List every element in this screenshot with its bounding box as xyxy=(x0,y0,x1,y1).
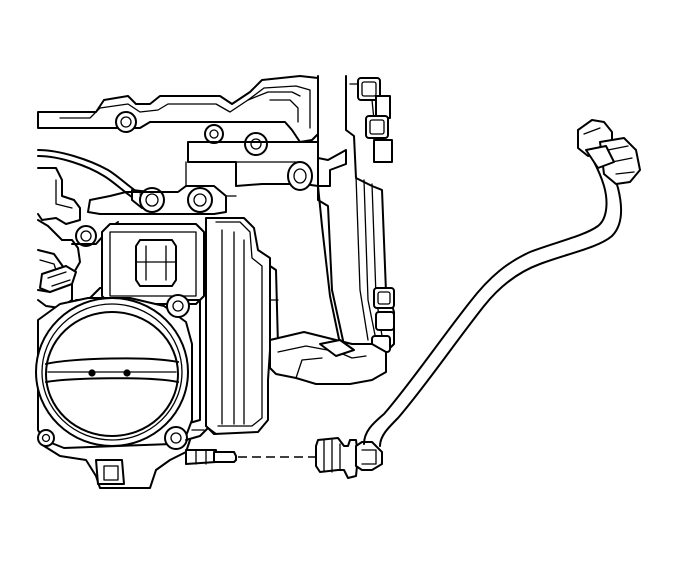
bracket-bolt-lower xyxy=(371,287,395,353)
bore-bolt-upper xyxy=(166,294,190,318)
throttle-body-vacuum-port xyxy=(185,449,237,465)
lower-bracket-plate xyxy=(269,331,387,385)
manifold-rail xyxy=(187,141,347,345)
bore-bolt-left xyxy=(37,429,55,447)
hose-end-connector-upper xyxy=(577,119,641,185)
vacuum-hose xyxy=(315,119,641,479)
throttle-plate xyxy=(45,357,179,383)
mounting-bracket xyxy=(317,75,395,353)
small-bolt-left xyxy=(75,225,97,247)
rail-stud xyxy=(287,161,313,191)
connector-clip xyxy=(39,265,77,293)
stud-mid xyxy=(139,187,165,213)
bolt-top-1 xyxy=(115,111,137,133)
stud-right xyxy=(187,187,213,213)
upper-left-boss xyxy=(37,167,227,225)
left-housing xyxy=(37,219,119,309)
hose-end-connector-lower xyxy=(315,437,383,479)
engine-upper-casting xyxy=(37,75,319,156)
bore-bolt-lower xyxy=(164,426,188,450)
throttle-actuator-housing xyxy=(101,223,213,305)
bolt-top-2 xyxy=(204,124,224,144)
bracket-bolt-upper xyxy=(357,77,393,163)
throttle-body xyxy=(35,294,193,489)
misc-details xyxy=(185,161,279,441)
bolt-top-3 xyxy=(244,132,268,156)
